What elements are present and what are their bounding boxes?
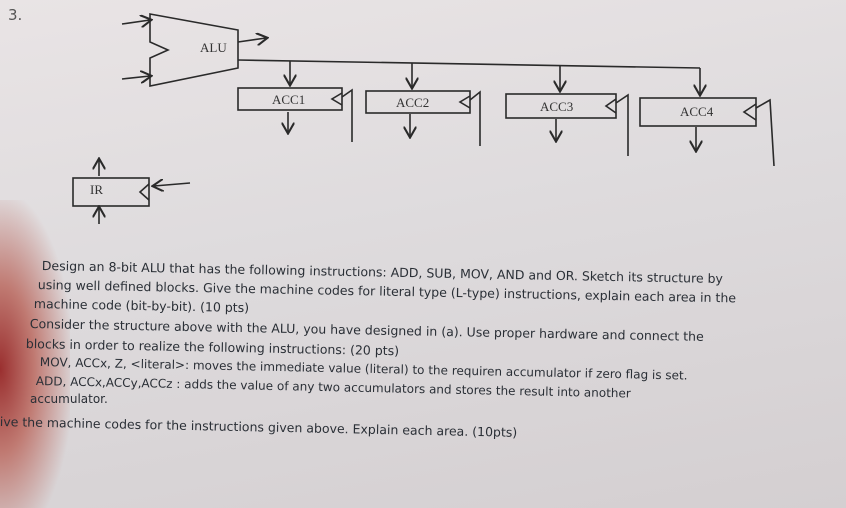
question-number: 3.: [8, 6, 23, 24]
ir-label: IR: [90, 182, 103, 197]
acc3-label: ACC3: [540, 99, 574, 114]
text-line: accumulator.: [30, 392, 108, 406]
acc2-box: [365, 90, 471, 114]
alu-label: ALU: [200, 40, 227, 55]
text-line: machine code (bit-by-bit). (10 pts): [33, 296, 250, 316]
acc4-box: [639, 97, 757, 127]
ir-box: [72, 177, 150, 207]
acc4-label: ACC4: [680, 104, 714, 119]
acc1-label: ACC1: [272, 92, 306, 107]
text-line: ive the machine codes for the instructio…: [0, 414, 518, 440]
text-line: blocks in order to realize the following…: [25, 336, 400, 359]
finger-shadow: [0, 200, 70, 508]
question-text: Design an 8-bit ALU that has the followi…: [0, 258, 846, 498]
acc3-box: [505, 93, 617, 119]
alu-diagram: [72, 13, 775, 224]
acc1-box: [237, 87, 343, 111]
acc2-label: ACC2: [396, 95, 430, 110]
